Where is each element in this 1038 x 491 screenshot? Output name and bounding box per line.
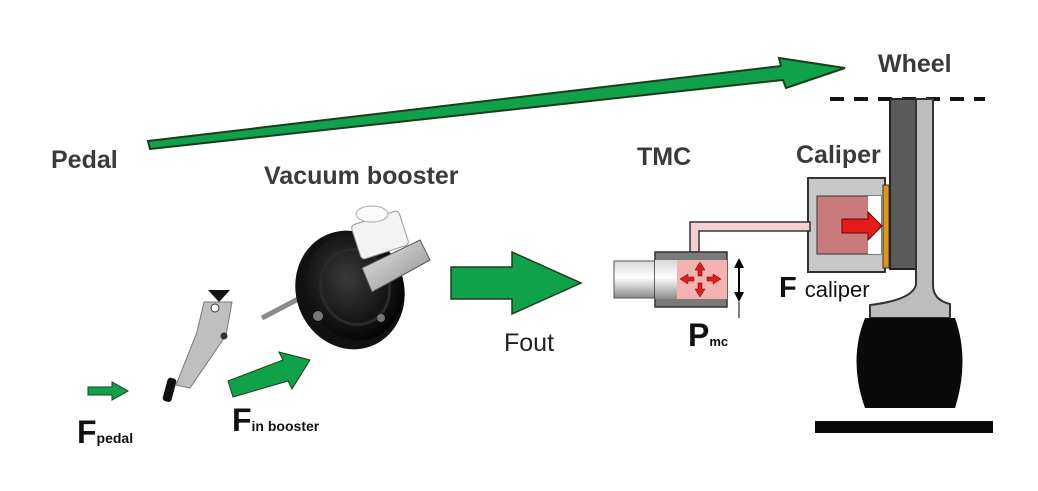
pedal-label: Pedal (51, 146, 118, 174)
f-pedal-sub: pedal (97, 430, 134, 446)
booster-input-rod (260, 294, 304, 321)
booster-fitting-2 (377, 314, 385, 322)
f-in-booster-main: F (232, 402, 252, 438)
pressure-dim-arrowhead-bottom (734, 292, 744, 302)
vacuum-booster-label: Vacuum booster (264, 162, 459, 190)
f-pedal-label: Fpedal (77, 414, 133, 450)
caliper-force-arrow (841, 210, 883, 242)
pedal-pad (162, 377, 177, 402)
tmc-label: TMC (637, 143, 691, 171)
vacuum-booster-image (260, 205, 431, 350)
wheel-assembly (815, 97, 993, 433)
f-pedal-main: F (77, 414, 97, 450)
f-pedal-arrow (87, 381, 130, 401)
pedal-arm (175, 301, 233, 389)
master-cylinder (361, 239, 431, 293)
brake-pad (882, 184, 890, 269)
pressure-dim-arrowhead-top (734, 258, 744, 268)
caliper (807, 177, 890, 273)
f-in-booster-sub: in booster (252, 418, 320, 434)
wheel-label: Wheel (878, 50, 952, 78)
pressure-arrows (679, 261, 722, 298)
tmc-cylinder (613, 251, 744, 318)
p-mc-sub: mc (709, 334, 728, 349)
p-mc-label: Pmc (688, 317, 728, 353)
pedal-pivot-mark (208, 290, 230, 302)
fout-arrow (450, 250, 583, 316)
booster-fitting (313, 311, 323, 321)
f-caliper-main: F (779, 272, 797, 304)
pedal-pivot (210, 303, 220, 313)
tire (856, 318, 963, 408)
fout-label: Fout (504, 329, 554, 357)
brake-disc (889, 98, 917, 270)
reservoir-cap (355, 205, 389, 223)
f-in-booster-label: Fin booster (232, 402, 320, 438)
caliper-label: Caliper (796, 141, 881, 169)
tmc-piston (655, 260, 677, 299)
p-mc-main: P (688, 317, 709, 353)
ground (815, 421, 993, 433)
pedal-image (162, 290, 233, 402)
pedal-to-wheel-arrow (146, 56, 846, 151)
f-in-booster-arrow (227, 351, 311, 398)
hydraulic-line (689, 221, 811, 253)
f-caliper-sub: caliper (805, 277, 870, 302)
pedal-joint (220, 332, 228, 340)
